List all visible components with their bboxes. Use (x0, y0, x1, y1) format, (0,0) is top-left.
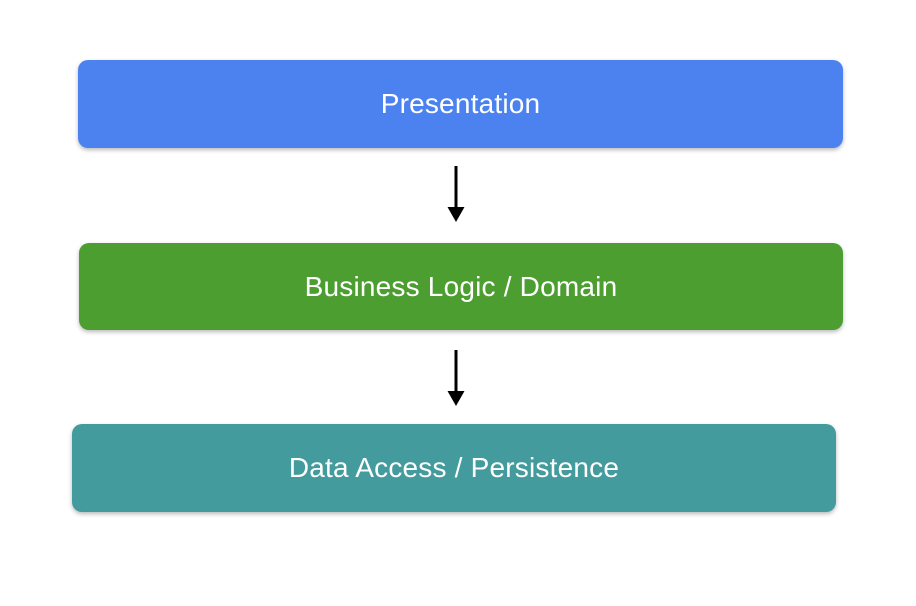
layer-presentation-label: Presentation (380, 88, 541, 119)
layer-data-access: Data Access / Persistence (72, 424, 836, 512)
arrow-down-icon (444, 165, 468, 223)
layer-business-logic: Business Logic / Domain (79, 243, 843, 330)
layer-business-logic-label: Business Logic / Domain (304, 270, 618, 302)
layer-presentation: Presentation (78, 60, 843, 148)
arrow-down-icon (444, 349, 468, 407)
layer-data-access-label: Data Access / Persistence (288, 452, 620, 483)
